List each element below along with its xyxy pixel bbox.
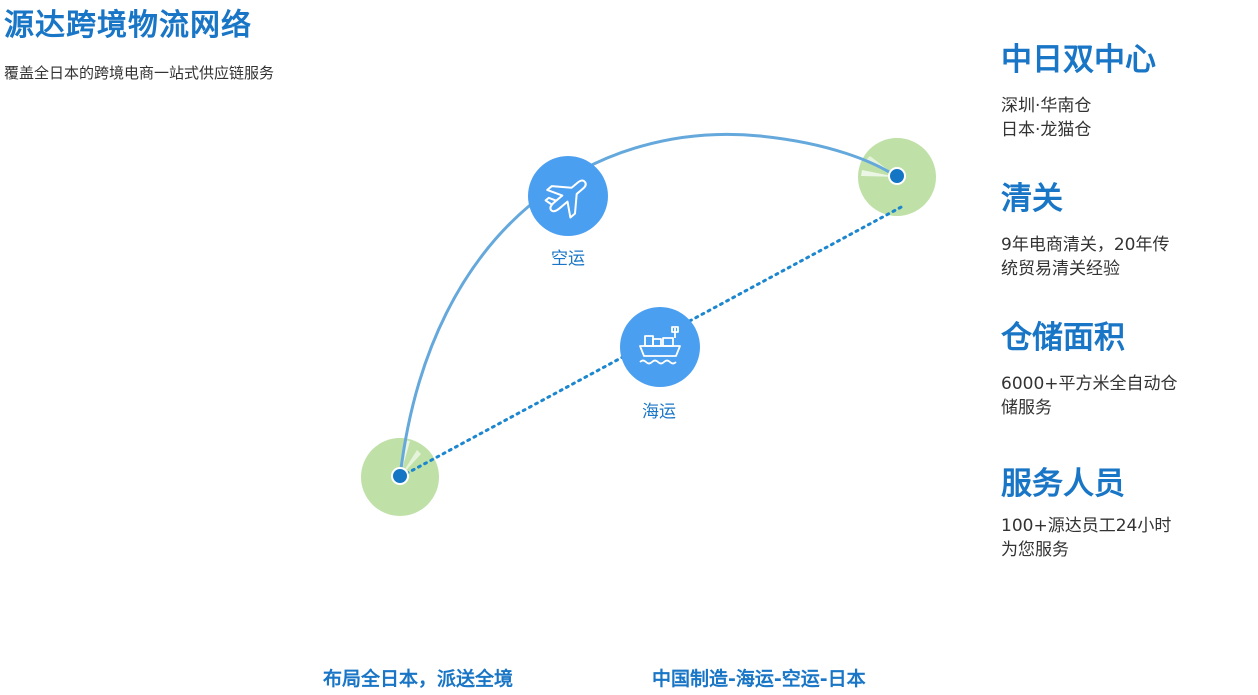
footer-left-slogan: 布局全日本，派送全境 [323,668,514,690]
info-line: 为您服务 [1001,540,1069,560]
info-block-centers: 中日双中心 深圳·华南仓 日本·龙猫仓 [1001,40,1246,142]
info-title: 清关 [1001,181,1063,217]
page-title: 源达跨境物流网络 [4,8,252,43]
info-title: 服务人员 [1001,466,1125,502]
airplane-icon [528,156,608,236]
cargo-ship-icon [620,307,700,387]
japan-node-dot [888,167,906,185]
info-line: 100+源达员工24小时 [1001,516,1172,536]
logistics-route-map [361,132,936,516]
info-line: 储服务 [1001,398,1052,418]
info-block-staff: 服务人员 100+源达员工24小时 为您服务 [1001,464,1246,562]
info-block-customs: 清关 9年电商清关，20年传 统贸易清关经验 [1001,179,1246,281]
china-node-dot [391,467,409,485]
info-block-warehouse: 仓储面积 6000+平方米全自动仓 储服务 [1001,318,1246,420]
sea-route-label: 海运 [642,402,676,422]
info-title: 中日双中心 [1001,42,1156,78]
info-line: 日本·龙猫仓 [1001,120,1092,140]
footer-right-slogan: 中国制造-海运-空运-日本 [652,668,866,690]
info-line: 统贸易清关经验 [1001,259,1120,279]
air-route-label: 空运 [551,249,585,269]
page-subtitle: 覆盖全日本的跨境电商一站式供应链服务 [4,64,275,82]
info-line: 9年电商清关，20年传 [1001,235,1170,255]
air-route-line [398,132,898,478]
info-line: 深圳·华南仓 [1001,96,1092,116]
info-line: 6000+平方米全自动仓 [1001,374,1178,394]
info-title: 仓储面积 [1001,320,1125,356]
